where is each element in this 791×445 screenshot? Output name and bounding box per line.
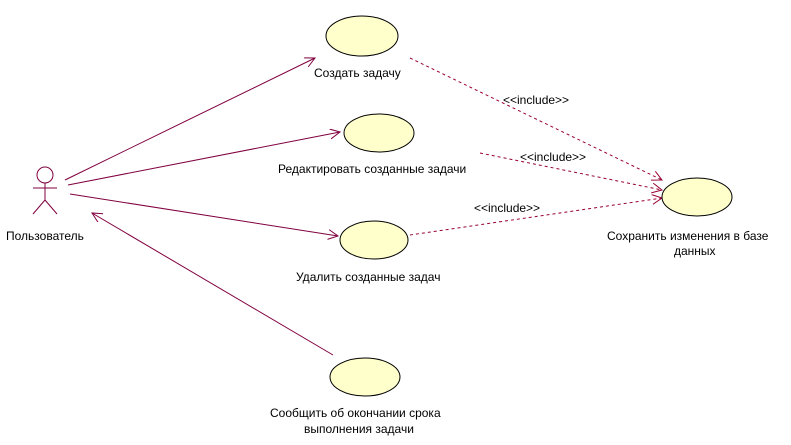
include-delete-save[interactable] <box>409 198 662 236</box>
association-create[interactable] <box>64 58 315 181</box>
use-case-delete-label: Удалить созданные задач <box>296 270 441 284</box>
association-notify[interactable] <box>92 213 334 356</box>
use-case-save[interactable] <box>661 177 733 217</box>
actor-head <box>36 166 54 184</box>
use-case-edit-label: Редактировать созданные задачи <box>278 162 467 176</box>
actor-right-leg <box>44 199 58 215</box>
use-case-save-label-line2: данных <box>674 244 716 258</box>
include-label-delete: <<include>> <box>474 201 541 215</box>
use-case-create[interactable] <box>325 15 399 57</box>
use-case-notify[interactable] <box>329 357 401 397</box>
use-case-create-label: Создать задачу <box>314 66 401 80</box>
include-label-edit: <<include>> <box>520 150 587 164</box>
association-edit[interactable] <box>67 132 340 186</box>
use-case-delete[interactable] <box>339 220 409 260</box>
use-case-notify-label-line1: Сообщить об окончании срока <box>270 406 441 420</box>
association-delete[interactable] <box>69 193 338 236</box>
include-edit-save[interactable] <box>479 152 662 190</box>
include-label-create: <<include>> <box>503 93 570 107</box>
actor-left-leg <box>32 199 46 215</box>
actor-label: Пользователь <box>6 229 84 243</box>
actor-figure[interactable] <box>32 166 58 215</box>
use-case-notify-label-line2: выполнения задачи <box>304 422 414 436</box>
include-create-save[interactable] <box>409 57 662 180</box>
use-case-save-label-line1: Сохранить изменения в базе <box>607 229 769 243</box>
use-case-edit[interactable] <box>343 113 415 153</box>
